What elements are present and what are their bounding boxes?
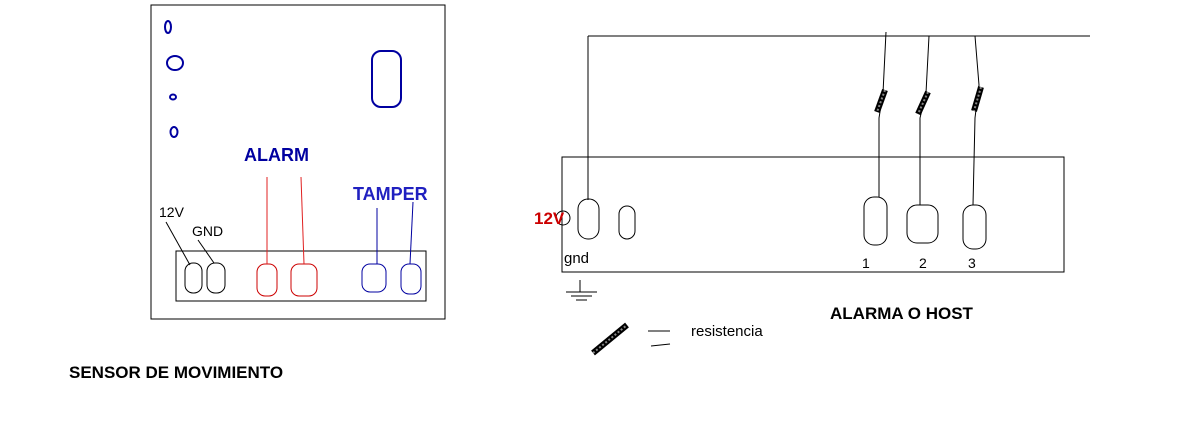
resistor-zone-3 xyxy=(971,86,984,112)
sensor-terminal-12v xyxy=(184,262,203,294)
sensor-tamper-wire-2 xyxy=(409,201,414,265)
host-12v-label: 12V xyxy=(534,209,565,228)
sensor-terminal-tamper-2 xyxy=(400,263,422,295)
resistor-zone-1 xyxy=(874,88,888,114)
host-terminal-spare xyxy=(618,205,636,240)
sensor-led-4 xyxy=(169,126,179,138)
legend-resistor-label: resistencia xyxy=(691,323,763,340)
sensor-terminal-alarm-2 xyxy=(290,263,318,297)
host-housing xyxy=(561,156,1065,273)
host-gnd-label: gnd xyxy=(564,250,590,267)
host-terminal-2-label: 2 xyxy=(919,255,927,271)
alarm-host xyxy=(555,31,1090,301)
sensor-terminal-alarm-1 xyxy=(256,263,278,297)
resistor-zone-2 xyxy=(915,90,931,116)
host-terminal-3 xyxy=(962,204,987,250)
zone-wire-2 xyxy=(919,35,930,205)
legend-resistor-symbol xyxy=(648,330,671,347)
sensor-alarm-label: ALARM xyxy=(244,145,309,165)
legend xyxy=(591,322,671,356)
sensor-title: SENSOR DE MOVIMIENTO xyxy=(69,363,284,382)
sensor-gnd-label: GND xyxy=(192,223,224,239)
host-terminal-1-label: 1 xyxy=(862,255,870,271)
sensor-gnd-leader xyxy=(197,239,215,264)
sensor-led-3 xyxy=(169,93,177,101)
sensor-tamper-label: TAMPER xyxy=(353,184,428,204)
host-terminal-gnd xyxy=(577,198,600,240)
host-title: ALARMA O HOST xyxy=(830,304,973,323)
sensor-12v-label: 12V xyxy=(159,204,184,220)
host-terminal-2 xyxy=(906,204,939,244)
motion-sensor xyxy=(150,4,446,320)
sensor-alarm-wire-2 xyxy=(300,176,305,265)
sensor-terminal-tamper-1 xyxy=(361,263,387,293)
sensor-lens xyxy=(371,50,402,108)
host-terminal-1 xyxy=(863,196,888,246)
legend-resistor-icon xyxy=(591,322,629,356)
sensor-12v-leader xyxy=(165,221,191,266)
sensor-terminal-gnd xyxy=(206,262,226,294)
host-12v-marker xyxy=(555,210,571,226)
sensor-led-1 xyxy=(164,20,172,34)
zone-wire-3 xyxy=(972,35,980,206)
host-terminal-3-label: 3 xyxy=(968,255,976,271)
sensor-terminal-block xyxy=(175,250,427,302)
sensor-housing xyxy=(150,4,446,320)
ground-symbol xyxy=(566,280,597,301)
sensor-led-2 xyxy=(166,55,184,71)
zone-wire-1 xyxy=(878,31,887,197)
